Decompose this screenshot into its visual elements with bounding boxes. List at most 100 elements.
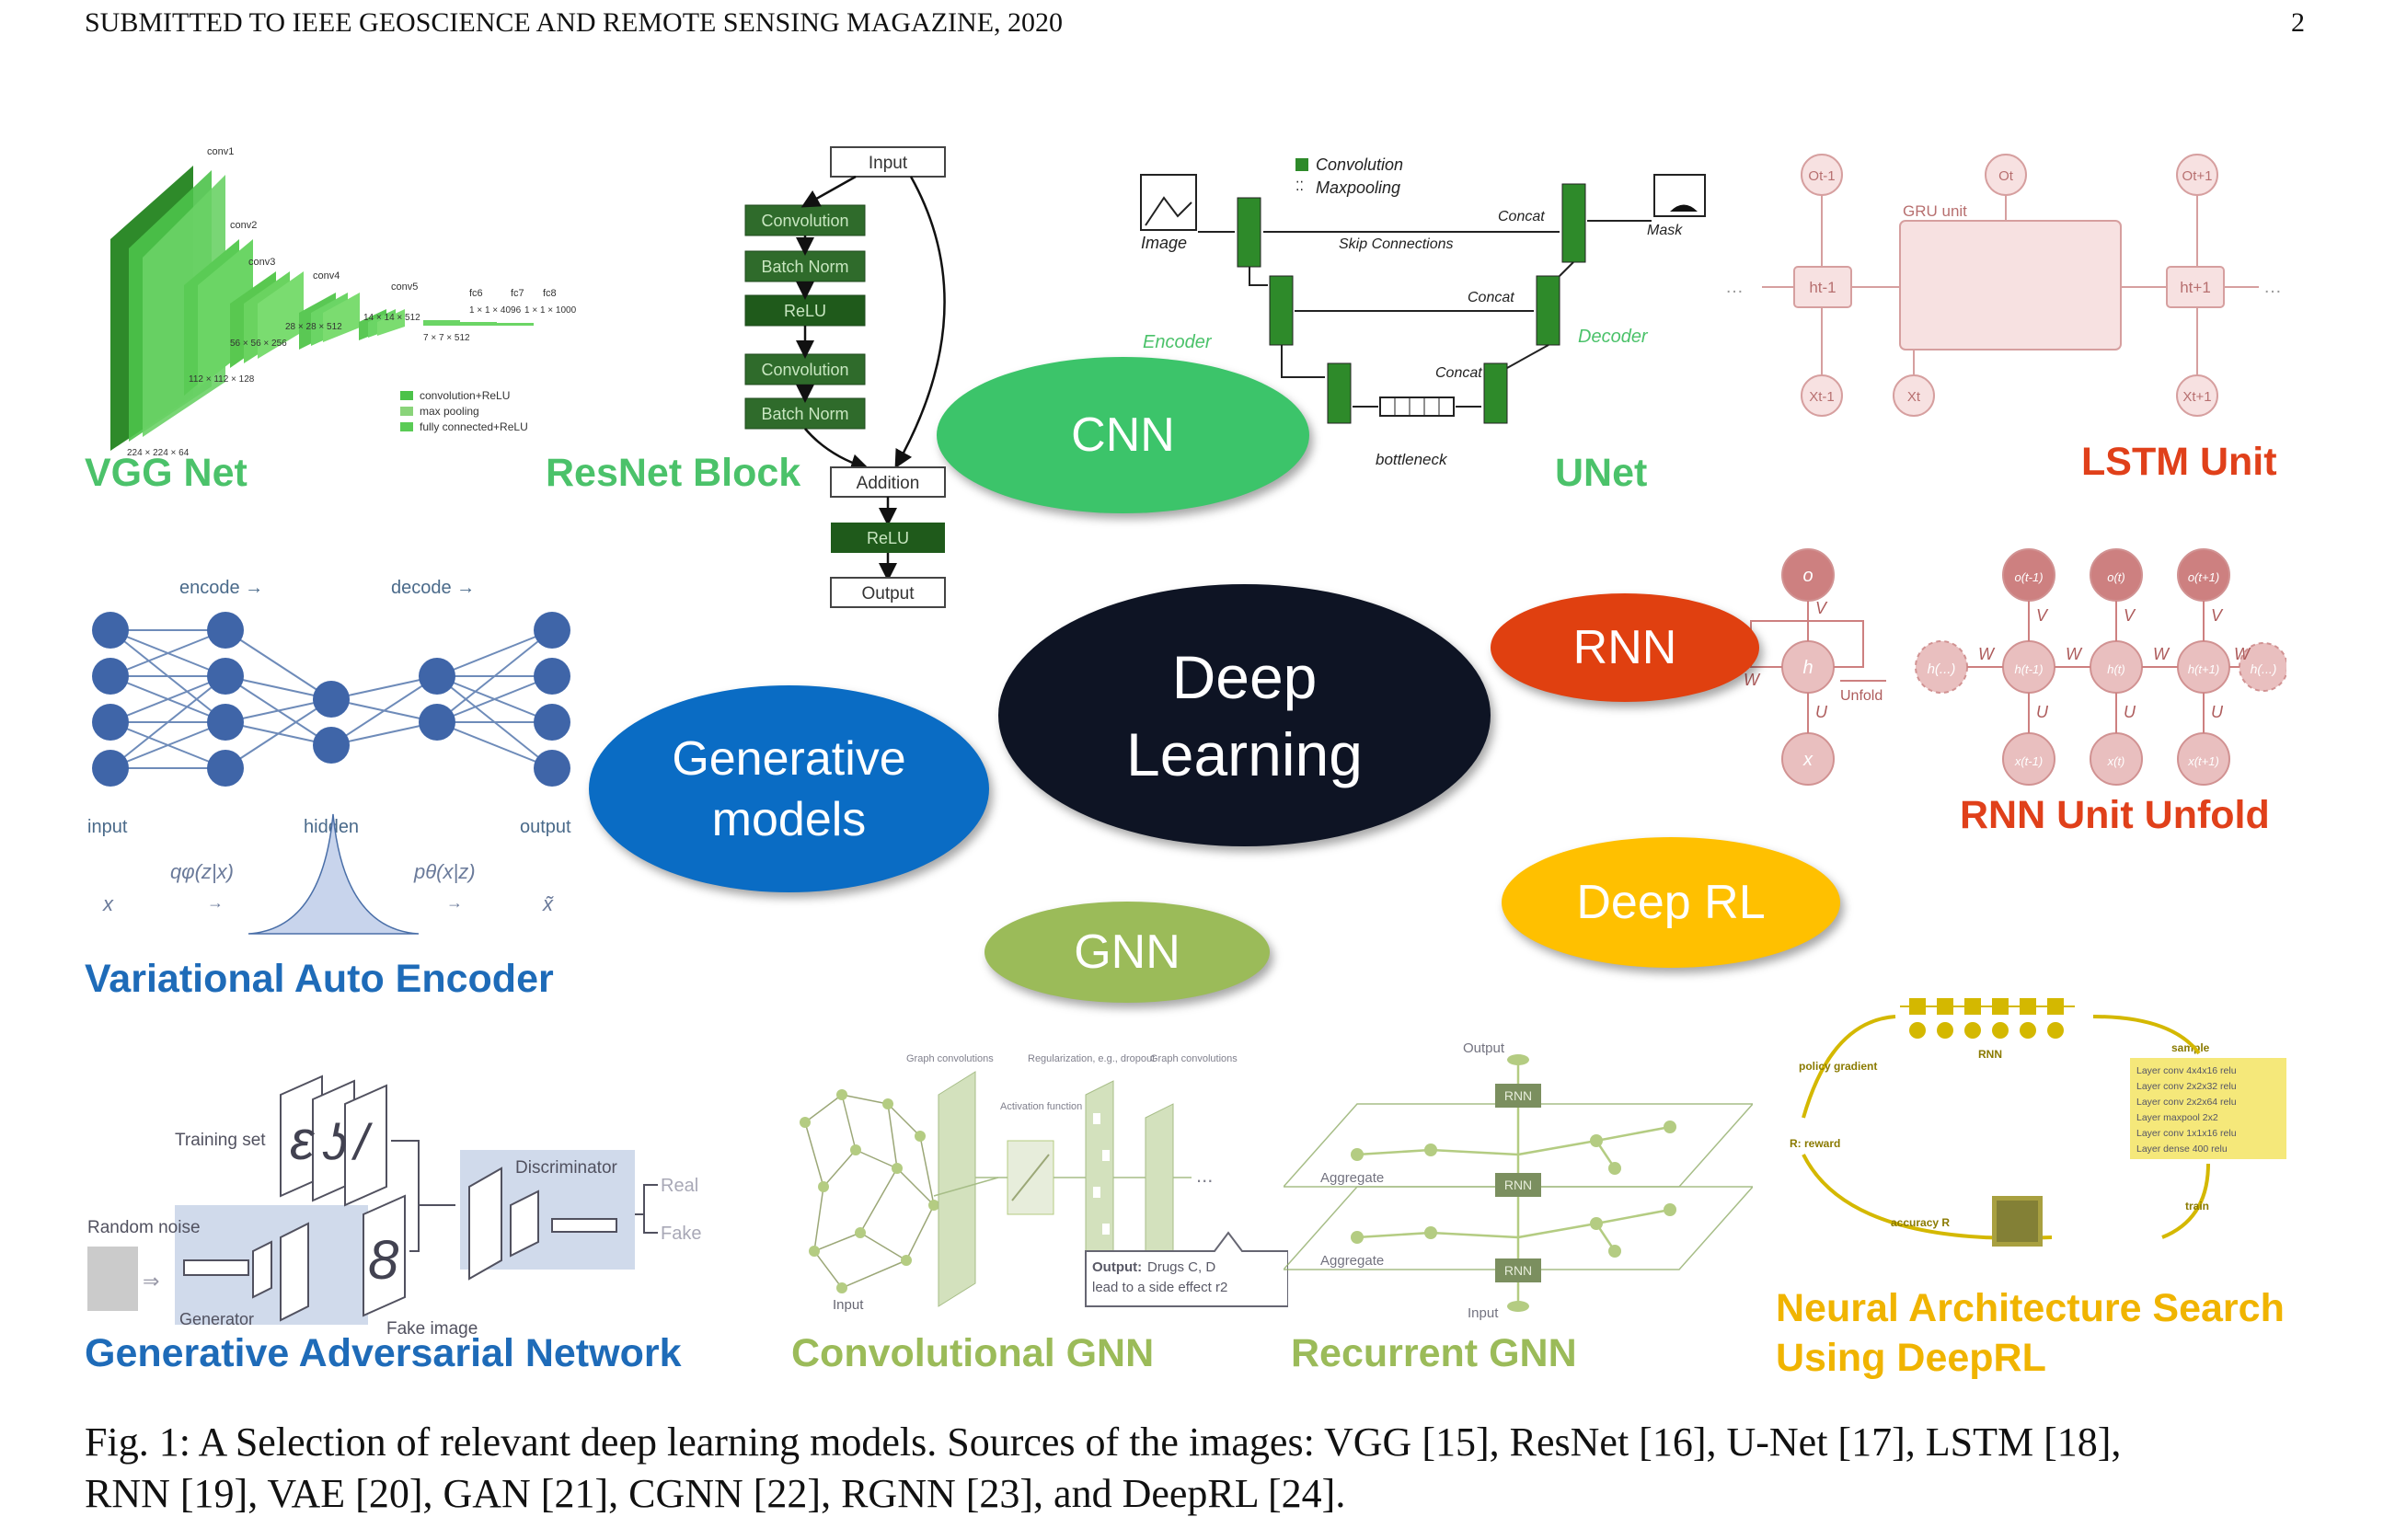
rnn-weight: U	[2211, 703, 2224, 721]
vgg-dim-label: 7 × 7 × 512	[423, 333, 470, 343]
lstm-diagram: Ot-1 Ot Ot+1 Xt-1 Xt Xt+1 ht-1 ht+1 GRU …	[1725, 154, 2282, 417]
rnn-weight: V	[2211, 606, 2224, 625]
rnn-weight: W	[2066, 645, 2083, 663]
resnet-blocks: Convolution Batch Norm ReLU Convolution …	[744, 204, 866, 430]
lstm-hidden-node: ht+1	[2180, 279, 2211, 296]
cgnn-graph-conv2: Graph convolutions	[1150, 1053, 1238, 1064]
rnn-weight: U	[2036, 703, 2049, 721]
category-generative-line1: Generative	[672, 731, 906, 786]
rnn-node: h(t)	[2107, 662, 2125, 676]
label-nas-line1: Neural Architecture Search	[1776, 1286, 2285, 1330]
nas-reward: R: reward	[1790, 1137, 1840, 1150]
cgnn-diagram: ... Graph convolutions Regularization, e…	[800, 1053, 1288, 1313]
svg-text:…: …	[1725, 277, 1744, 297]
figure-caption-line2: RNN [19], VAE [20], GAN [21], CGNN [22],…	[85, 1471, 1346, 1516]
label-resnet-block: ResNet Block	[546, 451, 801, 495]
vgg-dim-label: 112 × 112 × 128	[189, 374, 255, 385]
category-deep-rl: Deep RL	[1502, 837, 1840, 968]
gan-fake-image: Fake image	[386, 1319, 478, 1339]
lstm-in-node: Xt+1	[2182, 389, 2211, 405]
vgg-layer-label: conv4	[313, 270, 340, 282]
center-line2: Learning	[1126, 719, 1363, 788]
gan-discriminator: Discriminator	[515, 1158, 618, 1178]
gan-generator: Generator	[179, 1310, 254, 1328]
unet-mask-label: Mask	[1647, 223, 1683, 238]
nas-code-line: Layer conv 4x4x16 relu	[2136, 1065, 2237, 1076]
svg-text:⇒: ⇒	[143, 1270, 159, 1293]
unet-encoder-label: Encoder	[1143, 332, 1213, 352]
nas-train: train	[2185, 1200, 2209, 1212]
svg-text:Batch Norm: Batch Norm	[761, 405, 848, 423]
vae-p: pθ(x|z)	[413, 860, 476, 883]
vae-input-label: input	[87, 817, 128, 837]
rnn-weight: V	[1815, 599, 1828, 617]
unet-legend: Convolution	[1316, 155, 1403, 174]
gan-diagram: ɛ ʖ / 8 Training set Random noise ⇒ Gene…	[87, 1075, 701, 1339]
lstm-hidden-node: ht-1	[1809, 279, 1836, 296]
resnet-input: Input	[869, 154, 908, 173]
rnn-weight: U	[2124, 703, 2136, 721]
nas-code-line: Layer conv 2x2x32 relu	[2136, 1081, 2237, 1092]
figure-caption-line1: Fig. 1: A Selection of relevant deep lea…	[85, 1419, 2122, 1465]
rnn-unfold-diagram: o h x h(...) o(t-1) o(t) o(t+1) h(t-1) h…	[1744, 548, 2286, 786]
vgg-layer-label: fc6	[469, 288, 483, 299]
rnn-node: o(t)	[2107, 570, 2125, 584]
rnn-node: o(t-1)	[2014, 570, 2043, 584]
vgg-layer-label: conv1	[207, 147, 234, 157]
vgg-legend-item: fully connected+ReLU	[420, 420, 528, 433]
unet-bottleneck: bottleneck	[1376, 451, 1448, 468]
vae-decode: decode →	[391, 578, 475, 598]
vae-x: x	[102, 892, 114, 915]
vgg-layer-label: conv2	[230, 220, 257, 231]
cgnn-output-label: Output:	[1092, 1259, 1142, 1275]
rnn-node-h: h	[1802, 658, 1813, 678]
lstm-out-node: Ot+1	[2182, 168, 2213, 184]
svg-text:ɛ: ɛ	[290, 1109, 316, 1171]
resnet-relu: ReLU	[867, 529, 909, 547]
vgg-dim-label: 28 × 28 × 512	[285, 322, 342, 332]
vae-output-label: output	[520, 817, 571, 837]
vgg-legend-item: max pooling	[420, 405, 479, 418]
nas-code-line: Layer dense 400 relu	[2136, 1144, 2228, 1155]
nas-rnn: RNN	[1978, 1048, 2002, 1061]
vae-encode: encode →	[179, 578, 263, 598]
cgnn-input: Input	[833, 1297, 864, 1313]
vgg-legend-item: convolution+ReLU	[420, 389, 510, 402]
svg-text:→: →	[207, 893, 224, 912]
lstm-out-node: Ot-1	[1808, 168, 1835, 184]
unet-image-label: Image	[1141, 234, 1187, 252]
resnet-addition: Addition	[857, 474, 920, 493]
rnn-unfold-label: Unfold	[1840, 688, 1883, 704]
page-number: 2	[2291, 7, 2305, 38]
vgg-dim-label: 1 × 1 × 1000	[524, 305, 577, 316]
rnn-weight: W	[2234, 645, 2251, 663]
svg-text:…: …	[2263, 277, 2282, 297]
rnn-node: h(t-1)	[2014, 662, 2043, 676]
unet-concat: Concat	[1468, 290, 1514, 305]
nas-sample: sample	[2171, 1041, 2210, 1054]
rgnn-output: Output	[1463, 1040, 1505, 1056]
label-lstm-unit: LSTM Unit	[2081, 440, 2277, 484]
unet-decoder-label: Decoder	[1578, 327, 1649, 347]
unet-diagram: Convolution ⁚⁚ Maxpooling Image bottlene…	[1140, 155, 1706, 468]
vgg-dim-label: 14 × 14 × 512	[363, 313, 420, 323]
category-cnn: CNN	[937, 357, 1309, 513]
vgg-layer-label: fc8	[543, 288, 557, 299]
svg-text:⁚⁚: ⁚⁚	[1295, 178, 1304, 193]
vgg-layer-label: conv5	[391, 282, 418, 293]
category-cnn-label: CNN	[1071, 408, 1175, 462]
vgg-layer-label: conv3	[248, 257, 275, 268]
label-cgnn: Convolutional GNN	[791, 1331, 1155, 1375]
center-deep-learning: Deep Learning	[998, 584, 1491, 846]
cgnn-dots: ...	[1196, 1164, 1213, 1187]
nas-accuracy: accuracy R	[1891, 1216, 1950, 1229]
vae-diagram: encode → decode → input hidden output qφ…	[87, 578, 571, 935]
rnn-weight: W	[1978, 645, 1996, 663]
rnn-node: h(t+1)	[2188, 662, 2219, 676]
rgnn-diagram: Output RNN RNN RNN Aggregate Aggregate I…	[1284, 1040, 1753, 1321]
lstm-gru-label: GRU unit	[1903, 202, 1967, 220]
category-generative-models: Generative models	[589, 685, 989, 892]
cgnn-activation: Activation function	[1000, 1101, 1082, 1112]
category-rnn-label: RNN	[1572, 621, 1677, 674]
svg-text:Batch Norm: Batch Norm	[761, 258, 848, 276]
